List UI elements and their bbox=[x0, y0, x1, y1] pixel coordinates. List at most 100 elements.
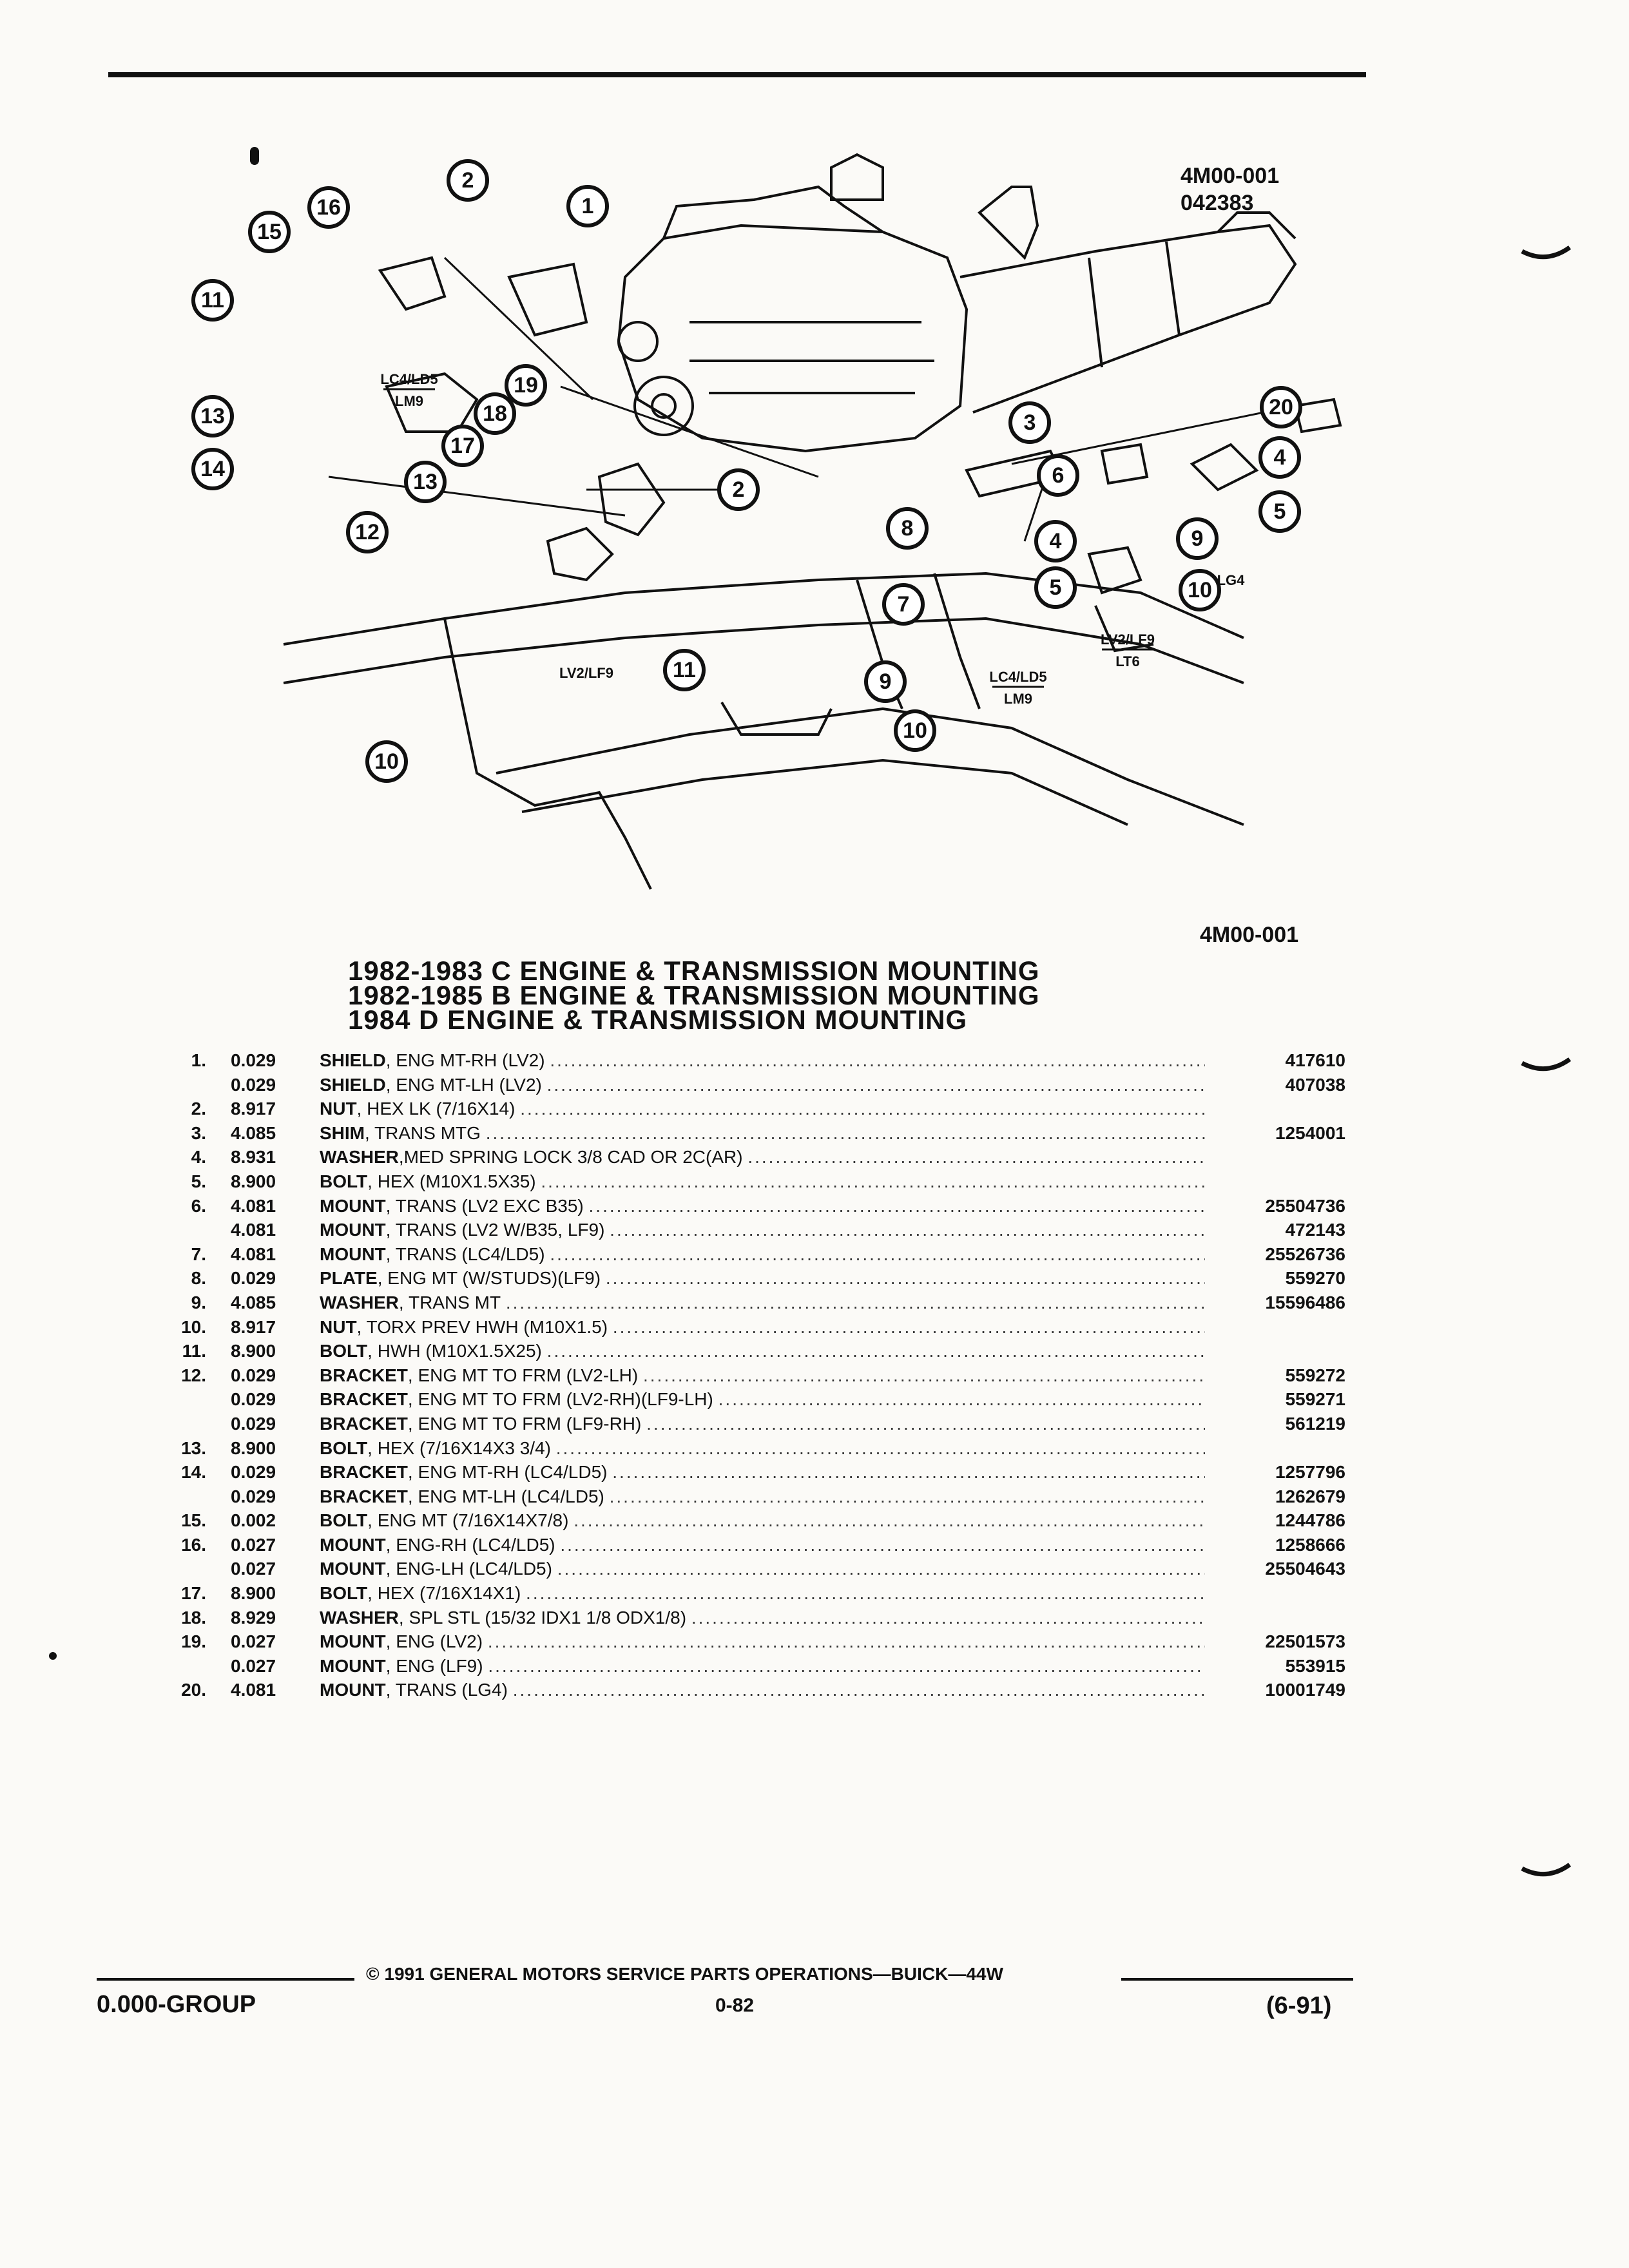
svg-text:9: 9 bbox=[1191, 526, 1204, 551]
part-number: 1257796 bbox=[1275, 1462, 1345, 1483]
callout-19: 19 bbox=[505, 364, 547, 407]
part-spec: , TRANS (LG4) bbox=[385, 1680, 508, 1700]
callout-11b: 11 bbox=[663, 649, 706, 691]
part-name: WASHER bbox=[320, 1607, 399, 1628]
item-number: 1. bbox=[191, 1050, 206, 1070]
part-number: 559272 bbox=[1285, 1365, 1345, 1385]
callout-17: 17 bbox=[441, 425, 484, 467]
part-spec: , TRANS (LV2 EXC B35) bbox=[385, 1195, 584, 1216]
svg-text:13: 13 bbox=[200, 404, 225, 428]
part-description: BRACKET, ENG MT-RH (LC4/LD5) ...........… bbox=[320, 1462, 1205, 1483]
part-description: MOUNT, TRANS (LG4) .....................… bbox=[320, 1680, 1205, 1700]
callout-11: 11 bbox=[191, 279, 234, 322]
part-number: 559270 bbox=[1285, 1268, 1345, 1289]
part-name: BOLT bbox=[320, 1341, 368, 1361]
part-spec: , ENG MT-RH (LC4/LD5) bbox=[407, 1462, 608, 1483]
callout-4b: 4 bbox=[1034, 520, 1077, 562]
group-number: 8.900 bbox=[231, 1437, 276, 1458]
item-number: 19. bbox=[181, 1631, 206, 1652]
part-description: MOUNT, ENG-LH (LC4/LD5) ................… bbox=[320, 1559, 1205, 1579]
group-number: 0.002 bbox=[231, 1510, 276, 1531]
leader-dots: ........................................… bbox=[610, 1220, 1205, 1240]
part-number: 1262679 bbox=[1275, 1486, 1345, 1506]
leader-dots: ........................................… bbox=[487, 1631, 1205, 1652]
part-name: BRACKET bbox=[320, 1413, 408, 1434]
group-number: 0.029 bbox=[231, 1462, 276, 1483]
callout-8: 8 bbox=[886, 507, 929, 550]
svg-text:13: 13 bbox=[413, 470, 438, 494]
top-rule bbox=[108, 72, 1366, 77]
part-name: WASHER bbox=[320, 1292, 399, 1312]
part-number: 25526736 bbox=[1265, 1244, 1345, 1264]
group-number: 0.027 bbox=[231, 1559, 276, 1579]
part-name: MOUNT bbox=[320, 1655, 386, 1676]
footer-rule-right bbox=[1121, 1978, 1353, 1981]
callout-3: 3 bbox=[1008, 401, 1051, 444]
part-name: MOUNT bbox=[320, 1559, 386, 1579]
svg-text:19: 19 bbox=[514, 373, 538, 398]
part-number: 417610 bbox=[1285, 1050, 1345, 1070]
group-label: 0.000-GROUP bbox=[97, 1991, 256, 2018]
part-description: BRACKET, ENG MT TO FRM (LV2-LH) ........… bbox=[320, 1365, 1205, 1386]
part-name: MOUNT bbox=[320, 1244, 386, 1264]
label-lg4: LG4 bbox=[1217, 572, 1246, 588]
section-titles: 1982-1983 C ENGINE & TRANSMISSION MOUNTI… bbox=[348, 957, 1040, 1033]
group-number: 0.029 bbox=[231, 1050, 276, 1070]
part-spec: ,MED SPRING LOCK 3/8 CAD OR 2C(AR) bbox=[398, 1147, 743, 1168]
leader-dots: ........................................… bbox=[642, 1365, 1205, 1385]
part-number: 553915 bbox=[1285, 1655, 1345, 1676]
part-number: 22501573 bbox=[1265, 1631, 1345, 1652]
part-description: MOUNT, ENG (LF9) .......................… bbox=[320, 1656, 1205, 1677]
svg-text:17: 17 bbox=[450, 434, 475, 458]
svg-text:5: 5 bbox=[1274, 499, 1286, 524]
part-name: BOLT bbox=[320, 1171, 368, 1191]
callout-4: 4 bbox=[1258, 436, 1301, 479]
margin-mark-icon bbox=[1521, 1863, 1572, 1877]
part-name: MOUNT bbox=[320, 1220, 386, 1240]
callout-16: 16 bbox=[307, 186, 350, 229]
label-lt6: LT6 bbox=[1115, 653, 1139, 669]
part-name: BOLT bbox=[320, 1583, 368, 1604]
leader-dots: ........................................… bbox=[546, 1074, 1205, 1095]
item-number: 3. bbox=[191, 1122, 206, 1143]
part-spec: , ENG (LV2) bbox=[385, 1631, 483, 1652]
svg-text:9: 9 bbox=[880, 669, 892, 694]
callout-5: 5 bbox=[1258, 490, 1301, 533]
svg-text:10: 10 bbox=[1188, 578, 1212, 602]
group-number: 0.029 bbox=[231, 1389, 276, 1410]
part-description: NUT, TORX PREV HWH (M10X1.5) ...........… bbox=[320, 1317, 1205, 1338]
footer-rule-left bbox=[97, 1978, 354, 1981]
callout-9: 9 bbox=[1176, 517, 1219, 560]
part-number: 559271 bbox=[1285, 1389, 1345, 1410]
part-number: 1244786 bbox=[1275, 1510, 1345, 1531]
group-number: 8.900 bbox=[231, 1171, 276, 1191]
item-number: 8. bbox=[191, 1268, 206, 1289]
svg-text:1: 1 bbox=[582, 194, 594, 218]
group-number: 0.029 bbox=[231, 1486, 276, 1506]
svg-text:14: 14 bbox=[200, 457, 225, 481]
item-number: 5. bbox=[191, 1171, 206, 1191]
part-spec: , ENG-LH (LC4/LD5) bbox=[385, 1559, 552, 1579]
group-number: 8.900 bbox=[231, 1583, 276, 1604]
item-number: 4. bbox=[191, 1147, 206, 1168]
leader-dots: ........................................… bbox=[550, 1244, 1205, 1264]
part-spec: , ENG MT TO FRM (LV2-LH) bbox=[407, 1365, 639, 1385]
part-name: BOLT bbox=[320, 1510, 368, 1531]
svg-text:3: 3 bbox=[1024, 410, 1036, 435]
part-name: BOLT bbox=[320, 1437, 368, 1458]
group-number: 4.085 bbox=[231, 1292, 276, 1312]
item-number: 14. bbox=[181, 1462, 206, 1483]
